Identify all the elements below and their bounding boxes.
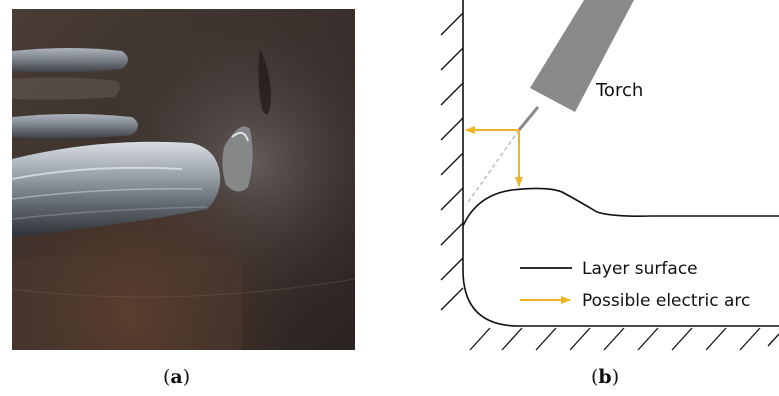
weld-photo-image: [12, 9, 355, 350]
torch-electrode: [519, 107, 538, 130]
legend: Layer surface Possible electric arc: [520, 259, 750, 311]
caption-b-letter: b: [598, 366, 611, 388]
caption-a: (a): [163, 366, 190, 388]
torch-diagram-svg: Torch Layer surface Possible electric ar…: [432, 0, 779, 355]
caption-a-letter: a: [170, 366, 182, 388]
wall-hatching: [441, 13, 463, 310]
torch-axis-dashed: [466, 130, 519, 205]
legend-line-label: Layer surface: [582, 259, 698, 279]
caption-b: (b): [591, 366, 619, 388]
torch-label: Torch: [595, 80, 643, 101]
weld-photo: [12, 9, 355, 350]
torch-diagram: Torch Layer surface Possible electric ar…: [432, 0, 779, 355]
layer-surface-line: [463, 188, 779, 226]
caption-b-close: ): [612, 366, 619, 388]
floor-hatching: [470, 328, 779, 350]
caption-a-close: ): [183, 366, 190, 388]
legend-arrow-label: Possible electric arc: [582, 291, 750, 311]
